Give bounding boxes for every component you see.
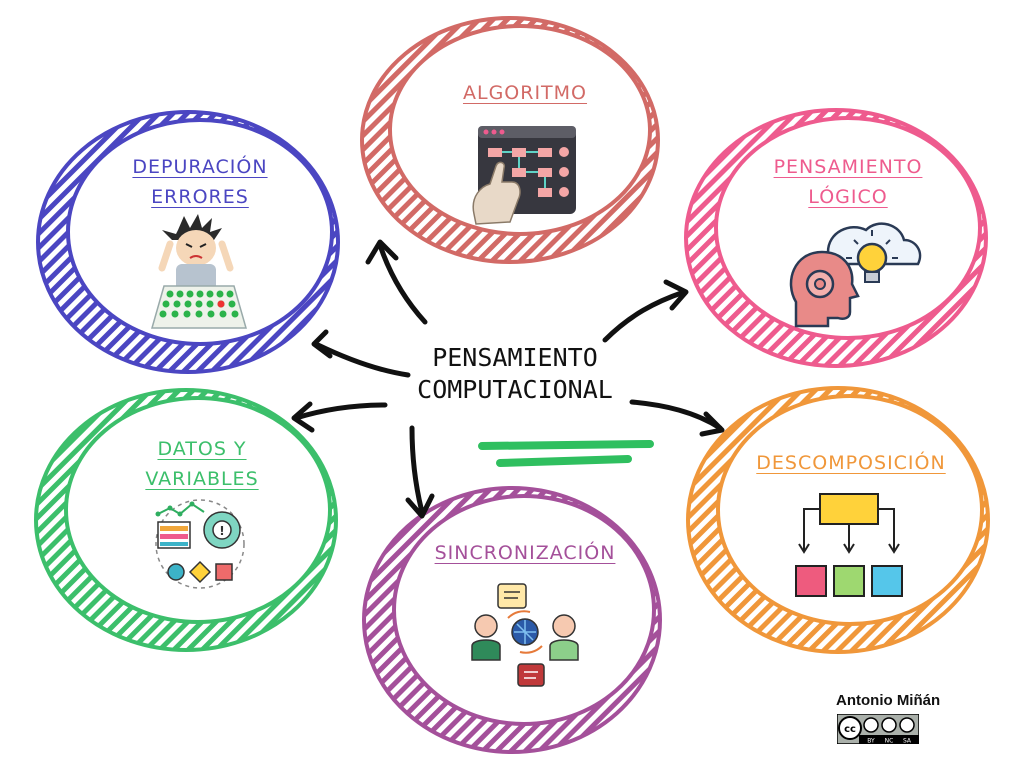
label-depuracion: DEPURACIÓN ERRORES <box>110 152 290 212</box>
arrow-to-descomposicion <box>629 399 725 437</box>
flowchart-touch-icon <box>472 126 576 225</box>
frustrated-programmer-icon <box>151 214 247 329</box>
label-descomposicion: DESCOMPOSICIÓN <box>756 452 946 474</box>
central-concept-line2: COMPUTACIONAL <box>417 375 613 404</box>
communication-sync-icon <box>471 583 579 687</box>
svg-text:!: ! <box>219 524 224 538</box>
cc-by-nc-sa-icon: cc BY NC SA <box>837 714 919 744</box>
data-variables-icon: ! <box>155 499 245 589</box>
author-name: Antonio Miñán <box>836 692 941 709</box>
cc-part-nc: NC <box>885 738 894 745</box>
label-datos-line1: DATOS Y <box>157 438 247 460</box>
circle-datos <box>34 388 338 652</box>
label-pensamiento-logico: PENSAMIENTO LÓGICO <box>758 152 938 212</box>
svg-text:cc: cc <box>844 724 856 735</box>
label-depuracion-line2: ERRORES <box>151 186 249 208</box>
arrow-to-pensamiento-logico <box>602 279 689 343</box>
arrow-to-sincronizacion <box>405 425 435 519</box>
cc-part-by: BY <box>867 738 875 745</box>
label-depuracion-line1: DEPURACIÓN <box>132 156 268 178</box>
cc-part-sa: SA <box>903 738 912 745</box>
arrow-to-depuracion <box>311 329 411 378</box>
label-algoritmo: ALGORITMO <box>462 82 588 104</box>
circle-sincronizacion <box>362 486 662 754</box>
central-concept: PENSAMIENTO COMPUTACIONAL <box>385 342 645 406</box>
hierarchy-decomposition-icon <box>795 493 903 597</box>
arrow-to-algoritmo <box>365 239 428 325</box>
green-highlight-strokes <box>478 440 654 467</box>
brain-idea-icon <box>789 222 922 328</box>
label-datos-line2: VARIABLES <box>145 468 259 490</box>
label-pensamiento-logico-line2: LÓGICO <box>808 186 888 208</box>
arrow-to-datos <box>291 401 388 433</box>
label-sincronizacion: SINCRONIZACIÓN <box>434 542 616 564</box>
label-pensamiento-logico-line1: PENSAMIENTO <box>773 156 923 178</box>
label-datos: DATOS Y VARIABLES <box>112 434 292 494</box>
central-concept-line1: PENSAMIENTO <box>432 343 598 372</box>
